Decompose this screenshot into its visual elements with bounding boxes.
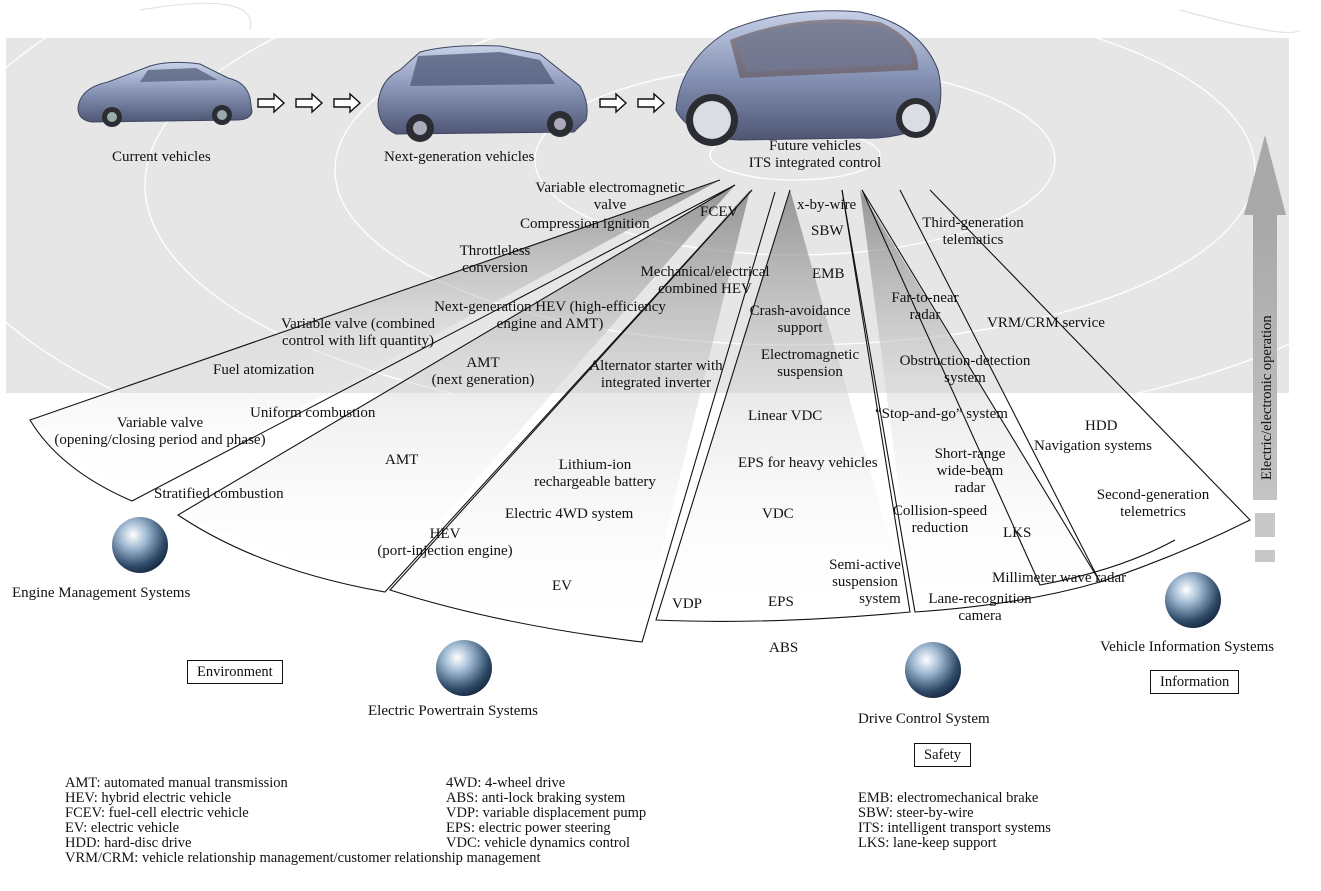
fuel-atomization-label: Fuel atomization bbox=[213, 362, 315, 378]
ev-label: EV bbox=[552, 578, 572, 594]
safety-box: Safety bbox=[914, 743, 972, 767]
vdc-label: VDC bbox=[762, 506, 794, 522]
stop-and-go-label: “Stop-and-go” system bbox=[875, 406, 1008, 422]
future-vehicle-image bbox=[675, 10, 942, 146]
legend-right: EMB: electromechanical brake SBW: steer-… bbox=[858, 790, 1051, 851]
information-box: Information bbox=[1150, 670, 1240, 694]
lane-recognition-camera-label: Lane-recognition camera bbox=[928, 591, 1032, 624]
next-generation-vehicle-image bbox=[377, 45, 588, 142]
electromagnetic-suspension-label: Electromagnetic suspension bbox=[760, 347, 860, 380]
lks-label: LKS bbox=[1003, 525, 1032, 541]
fan-outlines bbox=[29, 179, 1251, 643]
short-range-radar-label: Short-range wide-beam radar bbox=[934, 446, 1006, 496]
drive-globe-icon bbox=[905, 642, 961, 698]
hev-port-injection-label: HEV (port-injection engine) bbox=[377, 526, 513, 559]
emb-label: EMB bbox=[812, 266, 845, 282]
throttleless-conversion-label: Throttleless conversion bbox=[459, 243, 531, 276]
drive-control-system-label: Drive Control System bbox=[858, 711, 990, 727]
electric-powertrain-systems-label: Electric Powertrain Systems bbox=[368, 703, 538, 719]
amt-next-generation-label: AMT (next generation) bbox=[431, 355, 535, 388]
variable-valve-combined-label: Variable valve (combined control with li… bbox=[280, 316, 436, 349]
navigation-systems-label: Navigation systems bbox=[1034, 438, 1152, 454]
alternator-starter-label: Alternator starter with integrated inver… bbox=[589, 358, 723, 391]
sbw-label: SBW bbox=[811, 223, 844, 239]
globe-icons bbox=[112, 517, 1221, 698]
mechanical-electrical-hev-label: Mechanical/electrical combined HEV bbox=[640, 264, 770, 297]
collision-speed-reduction-label: Collision-speed reduction bbox=[892, 503, 988, 536]
stratified-combustion-label: Stratified combustion bbox=[154, 486, 284, 502]
legend-left: AMT: automated manual transmission HEV: … bbox=[65, 775, 541, 866]
semi-active-suspension-label: Semi-active suspension system bbox=[829, 557, 901, 607]
eps-label: EPS bbox=[768, 594, 794, 610]
far-to-near-radar-label: Far-to-near radar bbox=[891, 290, 959, 323]
info-globe-icon bbox=[1165, 572, 1221, 628]
engine-management-systems-label: Engine Management Systems bbox=[12, 585, 191, 601]
abs-label: ABS bbox=[769, 640, 799, 656]
fan-shading bbox=[30, 180, 1100, 640]
uniform-combustion-label: Uniform combustion bbox=[250, 405, 376, 421]
transition-arrows bbox=[257, 92, 666, 114]
powertrain-globe-icon bbox=[436, 640, 492, 696]
variable-valve-label: Variable valve (opening/closing period a… bbox=[54, 415, 266, 448]
future-vehicles-label: Future vehicles ITS integrated control bbox=[748, 138, 882, 171]
electric-4wd-label: Electric 4WD system bbox=[505, 506, 634, 522]
millimeter-wave-radar-label: Millimeter wave radar bbox=[992, 570, 1127, 586]
next-generation-hev-label: Next-generation HEV (high-efficiency eng… bbox=[434, 299, 666, 332]
vrm-crm-service-label: VRM/CRM service bbox=[987, 315, 1105, 331]
variable-electromagnetic-valve-label: Variable electromagnetic valve bbox=[535, 180, 685, 213]
crash-avoidance-support-label: Crash-avoidance support bbox=[749, 303, 851, 336]
x-by-wire-label: x-by-wire bbox=[797, 197, 857, 213]
amt-label: AMT bbox=[385, 452, 419, 468]
eps-heavy-vehicles-label: EPS for heavy vehicles bbox=[738, 455, 878, 471]
fcev-label: FCEV bbox=[700, 204, 739, 220]
compression-ignition-label: Compression ignition bbox=[520, 216, 650, 232]
current-vehicles-label: Current vehicles bbox=[112, 149, 211, 165]
environment-box: Environment bbox=[187, 660, 283, 684]
hdd-label: HDD bbox=[1085, 418, 1118, 434]
obstruction-detection-label: Obstruction-detection system bbox=[899, 353, 1031, 386]
second-generation-telemetrics-label: Second-generation telemetrics bbox=[1096, 487, 1210, 520]
legend-middle: 4WD: 4-wheel drive ABS: anti-lock brakin… bbox=[446, 775, 647, 851]
electric-electronic-operation-label: Electric/electronic operation bbox=[1259, 315, 1275, 480]
lithium-ion-battery-label: Lithium-ion rechargeable battery bbox=[534, 457, 656, 490]
electric-operation-arrow bbox=[1244, 135, 1286, 562]
next-generation-vehicles-label: Next-generation vehicles bbox=[384, 149, 535, 165]
vehicle-information-systems-label: Vehicle Information Systems bbox=[1100, 639, 1275, 655]
third-generation-telematics-label: Third-generation telematics bbox=[922, 215, 1024, 248]
engine-globe-icon bbox=[112, 517, 168, 573]
current-vehicle-image bbox=[77, 61, 253, 127]
linear-vdc-label: Linear VDC bbox=[748, 408, 823, 424]
vdp-label: VDP bbox=[672, 596, 703, 612]
